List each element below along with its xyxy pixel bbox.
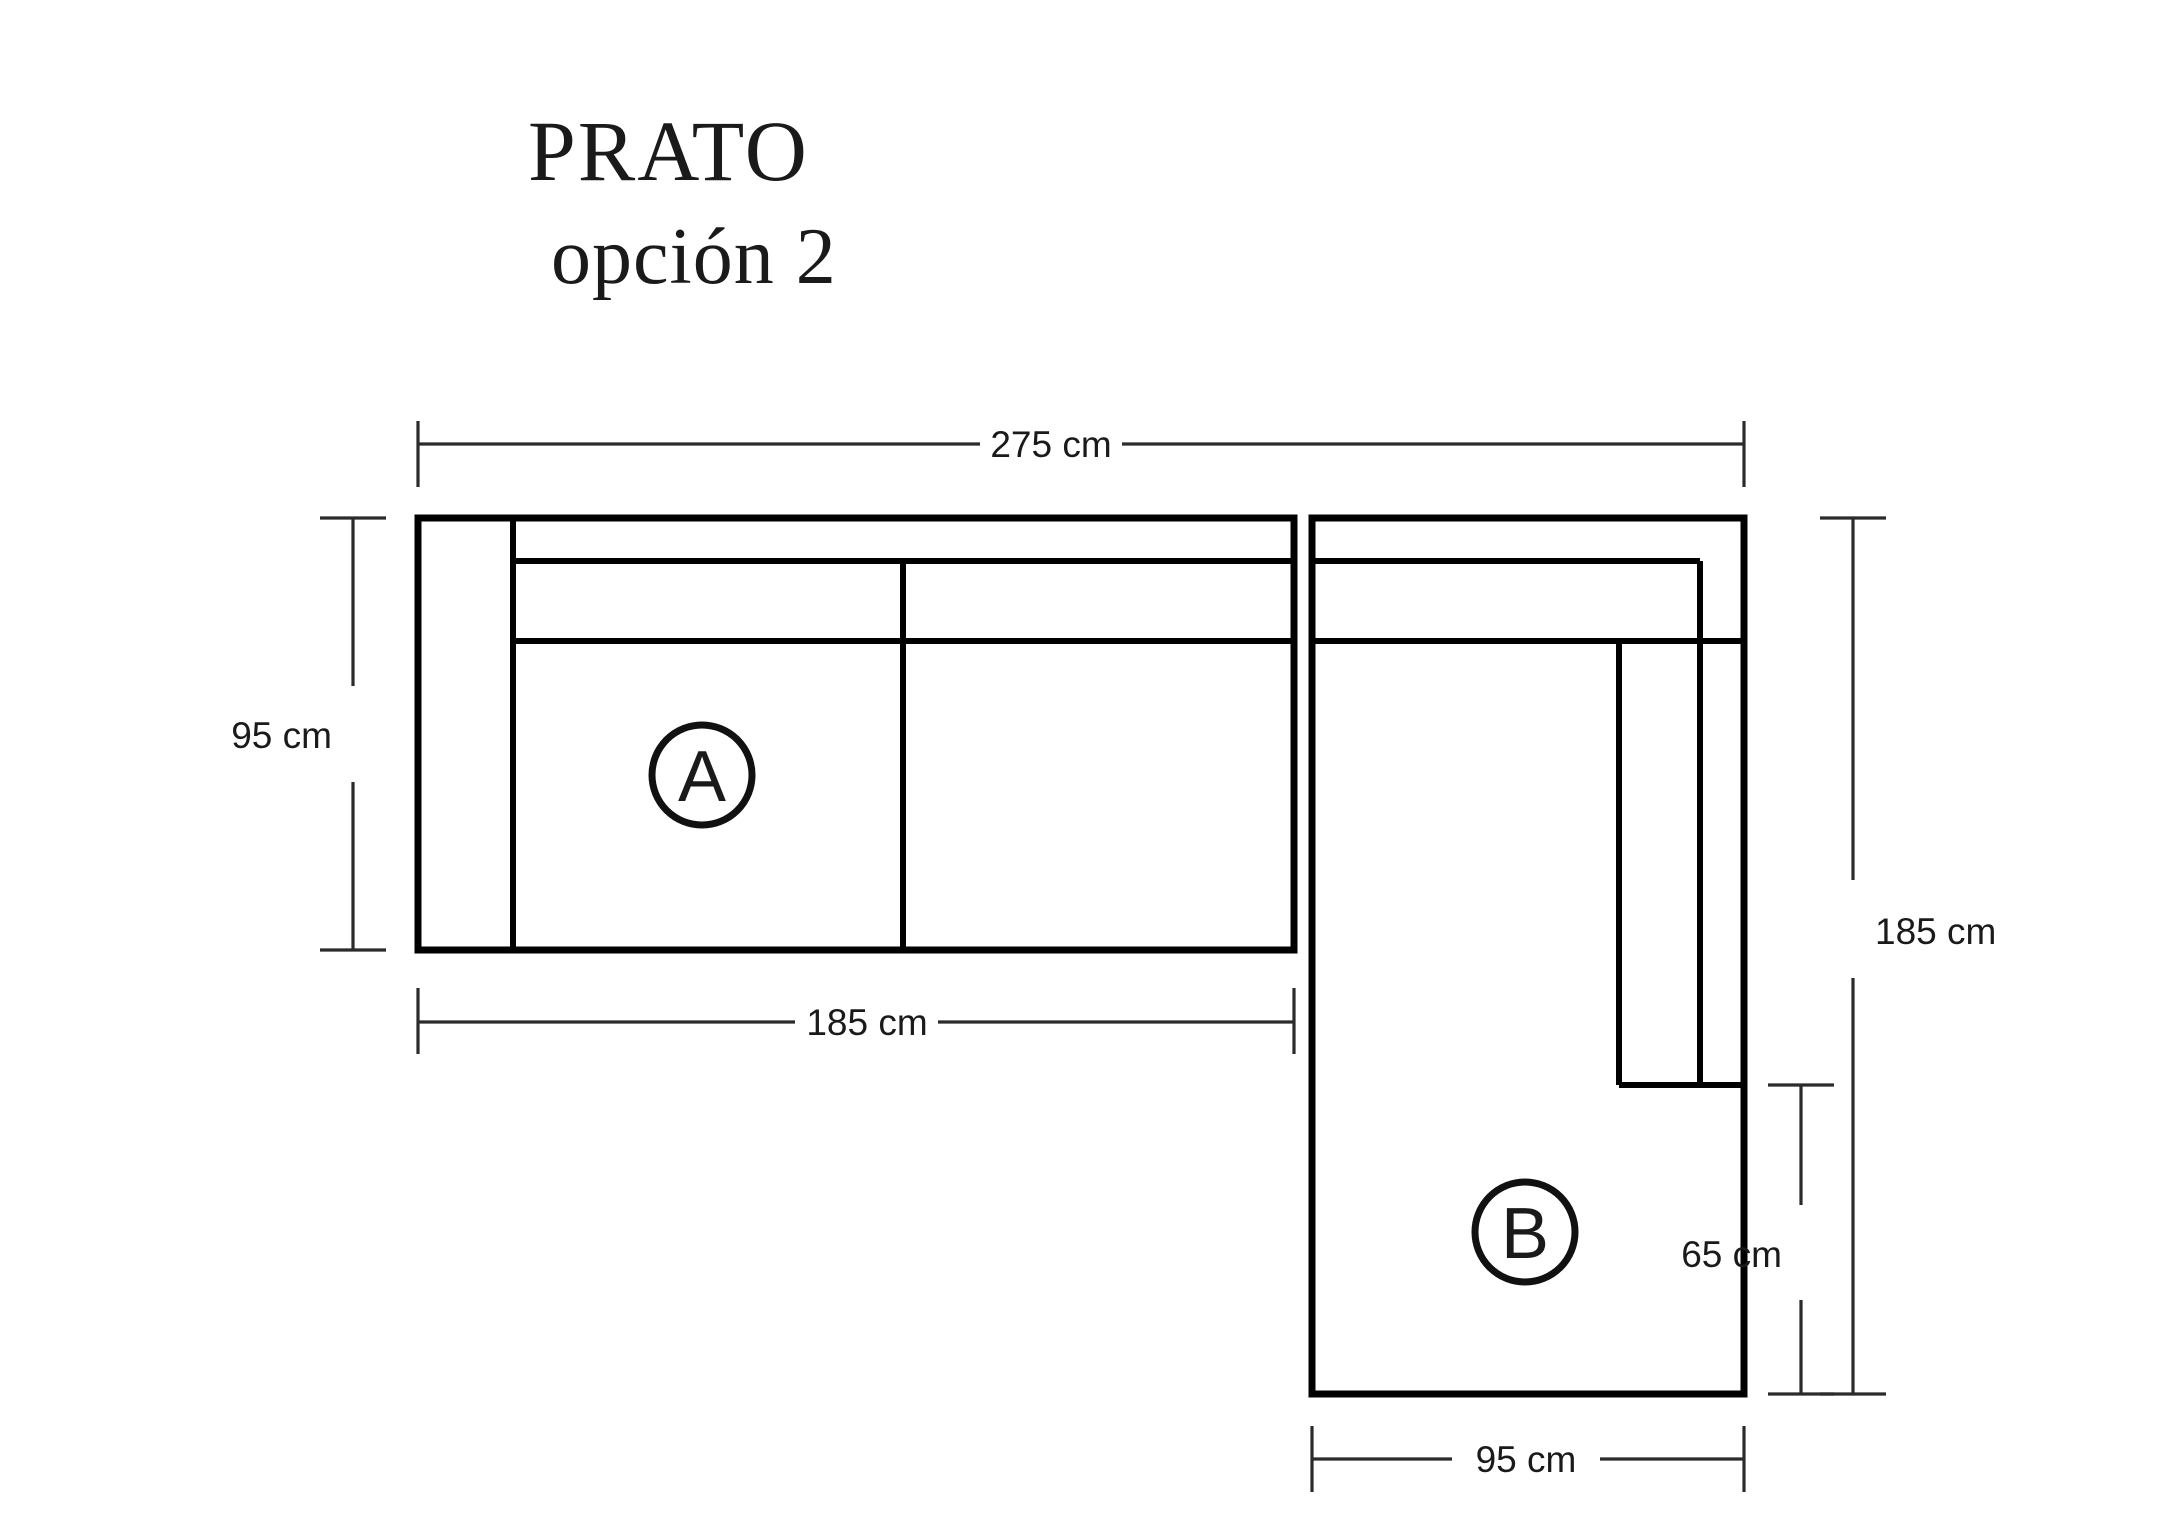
dimension-right-length-label: 185 cm — [1875, 911, 1996, 952]
dimension-right-width-label: 95 cm — [1476, 1439, 1577, 1480]
module-b-outline — [1308, 514, 1748, 1398]
marker-a-label: A — [678, 737, 726, 817]
module-b-group — [1308, 514, 1748, 1398]
marker-a-circle — [648, 721, 756, 829]
dimension-left-seat-width: 185 cm — [416, 988, 1296, 1054]
dimension-right-seat: 65 cm — [1681, 1083, 1834, 1396]
dimension-overall-width-label: 275 cm — [990, 424, 1111, 465]
dimension-overall-width: 275 cm — [416, 421, 1746, 487]
module-a-outline — [414, 514, 1298, 954]
module-a-marker: A — [648, 721, 756, 829]
marker-b-circle — [1471, 1178, 1579, 1286]
dimension-left-depth-label: 95 cm — [231, 715, 332, 756]
dimension-left-seat-width-label: 185 cm — [806, 1002, 927, 1043]
dimension-right-length: 185 cm — [1820, 516, 1996, 1396]
page-title: PRATO — [528, 103, 809, 199]
marker-b-label: B — [1501, 1194, 1549, 1274]
page-subtitle: opción 2 — [551, 213, 837, 301]
module-a-group — [414, 514, 1298, 954]
dimension-right-seat-label: 65 cm — [1681, 1234, 1782, 1275]
dimension-left-depth: 95 cm — [231, 516, 386, 952]
dimension-right-width: 95 cm — [1310, 1426, 1746, 1492]
module-b-marker: B — [1471, 1178, 1579, 1286]
